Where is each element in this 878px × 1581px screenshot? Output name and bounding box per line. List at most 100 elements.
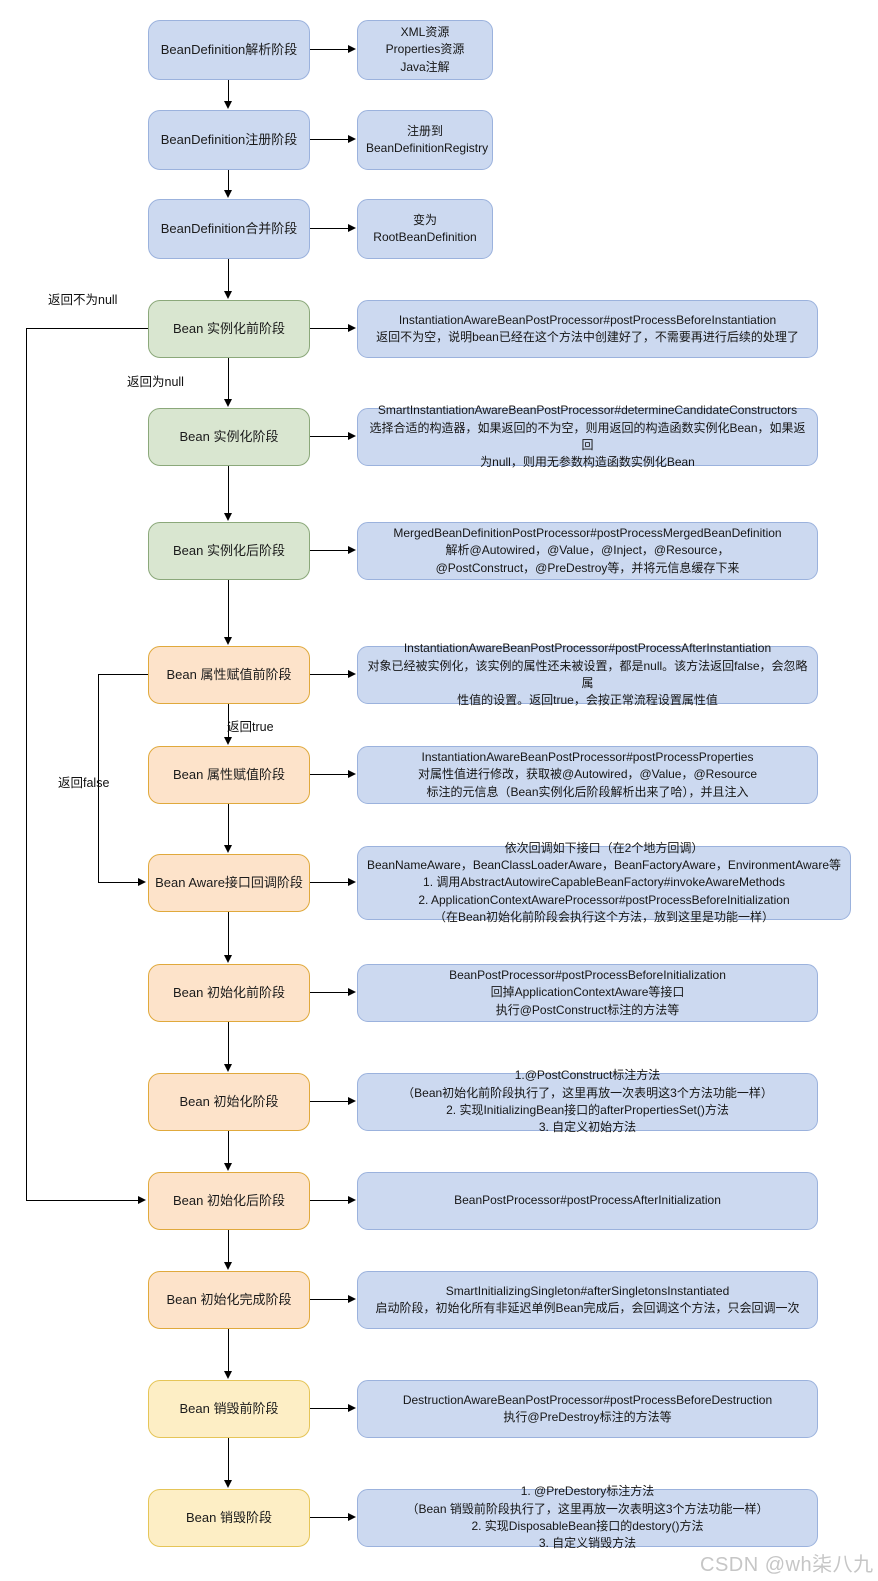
connector-register-detail [310,139,349,141]
csdn-watermark: CSDN @wh柒八九 [700,1554,874,1576]
connector-pre-instantiate-to-instantiate [228,358,230,400]
connector-post-instantiate-to-pre-populate [228,580,230,638]
detail-box-init-complete: SmartInitializingSingleton#afterSingleto… [357,1271,818,1329]
connector-pre-populate-detail [310,674,349,676]
arrowhead-down [224,291,232,299]
detail-text: SmartInitializingSingleton#afterSingleto… [375,1283,800,1315]
stage-box-init[interactable]: Bean 初始化阶段 [148,1073,310,1131]
detail-text: BeanPostProcessor#postProcessAfterInitia… [454,1193,721,1208]
connector-merge-detail [310,228,349,230]
stage-box-instantiate[interactable]: Bean 实例化阶段 [148,408,310,466]
arrowhead-down [224,399,232,407]
arrowhead-right [348,988,356,996]
detail-box-populate: InstantiationAwareBeanPostProcessor#post… [357,746,818,804]
edge-label-return-false: 返回false [58,776,110,790]
stage-box-post-init[interactable]: Bean 初始化后阶段 [148,1172,310,1230]
arrowhead-down [224,1262,232,1270]
connector-init-detail [310,1101,349,1103]
stage-box-destroy[interactable]: Bean 销毁阶段 [148,1489,310,1547]
arrowhead-down [224,1064,232,1072]
connector-parse-detail [310,49,349,51]
connector-post-init-detail [310,1200,349,1202]
connector-init-to-post-init [228,1131,230,1164]
detail-text: 依次回调如下接口（在2个地方回调）BeanNameAware，BeanClass… [366,840,842,925]
arrowhead-right [348,546,356,554]
arrowhead-right [348,1295,356,1303]
arrowhead-down [224,637,232,645]
stage-box-populate[interactable]: Bean 属性赋值阶段 [148,746,310,804]
arrowhead-right [138,878,146,886]
bypass-false-left [98,674,100,882]
edge-label-return-true: 返回true [227,720,274,734]
detail-text: 1.@PostConstruct标注方法（Bean初始化前阶段执行了，这里再放一… [402,1068,773,1135]
stage-box-parse[interactable]: BeanDefinition解析阶段 [148,20,310,80]
connector-merge-to-pre-instantiate [228,259,230,292]
arrowhead-down [224,1163,232,1171]
connector-register-to-merge [228,170,230,191]
arrowhead-right [348,770,356,778]
stage-box-pre-init[interactable]: Bean 初始化前阶段 [148,964,310,1022]
detail-text: MergedBeanDefinitionPostProcessor#postPr… [393,525,782,575]
connector-instantiate-detail [310,436,349,438]
arrowhead-right [348,1404,356,1412]
detail-text: DestructionAwareBeanPostProcessor#postPr… [402,1392,773,1424]
detail-text: 1. @PreDestory标注方法（Bean 销毁前阶段执行了，这里再放一次表… [406,1484,769,1551]
arrowhead-down [224,101,232,109]
arrowhead-down [224,845,232,853]
arrowhead-right [348,1196,356,1204]
edge-label-return-not-null: 返回不为null [48,293,118,307]
connector-pre-instantiate-detail [310,328,349,330]
stage-box-register[interactable]: BeanDefinition注册阶段 [148,110,310,170]
connector-aware-to-pre-init [228,912,230,956]
arrowhead-right [348,135,356,143]
arrowhead-right [348,878,356,886]
stage-box-init-complete[interactable]: Bean 初始化完成阶段 [148,1271,310,1329]
stage-box-merge[interactable]: BeanDefinition合并阶段 [148,199,310,259]
stage-box-pre-instantiate[interactable]: Bean 实例化前阶段 [148,300,310,358]
detail-box-post-instantiate: MergedBeanDefinitionPostProcessor#postPr… [357,522,818,580]
detail-box-aware: 依次回调如下接口（在2个地方回调）BeanNameAware，BeanClass… [357,841,851,924]
arrowhead-right [348,1513,356,1521]
detail-box-destroy: 1. @PreDestory标注方法（Bean 销毁前阶段执行了，这里再放一次表… [357,1484,818,1550]
bypass-not-null-left [26,328,28,1201]
stage-box-pre-destroy[interactable]: Bean 销毁前阶段 [148,1380,310,1438]
connector-pre-populate-to-populate [228,704,230,738]
bypass-not-null-top [26,328,148,330]
arrowhead-right [348,1097,356,1105]
bypass-false-bottom [98,882,139,884]
connector-pre-destroy-detail [310,1408,349,1410]
connector-parse-to-register [228,80,230,102]
bypass-not-null-bottom [26,1200,139,1202]
connector-pre-init-to-init [228,1022,230,1065]
arrowhead-down [224,1371,232,1379]
connector-pre-init-detail [310,992,349,994]
edge-label-return-null: 返回为null [127,375,184,389]
detail-text: InstantiationAwareBeanPostProcessor#post… [417,749,758,799]
connector-populate-detail [310,774,349,776]
detail-box-pre-init: BeanPostProcessor#postProcessBeforeIniti… [357,964,818,1022]
arrowhead-right [348,224,356,232]
arrowhead-right [348,432,356,440]
connector-post-init-to-init-complete [228,1230,230,1263]
detail-text: InstantiationAwareBeanPostProcessor#post… [376,312,799,344]
bypass-false-top [98,674,148,676]
arrowhead-right [348,45,356,53]
detail-box-post-init: BeanPostProcessor#postProcessAfterInitia… [357,1172,818,1230]
connector-populate-to-aware [228,804,230,846]
connector-aware-detail [310,882,349,884]
arrowhead-right [138,1196,146,1204]
stage-box-post-instantiate[interactable]: Bean 实例化后阶段 [148,522,310,580]
detail-box-init: 1.@PostConstruct标注方法（Bean初始化前阶段执行了，这里再放一… [357,1068,818,1134]
stage-box-pre-populate[interactable]: Bean 属性赋值前阶段 [148,646,310,704]
arrowhead-right [348,670,356,678]
stage-box-aware[interactable]: Bean Aware接口回调阶段 [148,854,310,912]
arrowhead-down [224,190,232,198]
connector-destroy-detail [310,1517,349,1519]
detail-text: BeanPostProcessor#postProcessBeforeIniti… [449,967,726,1017]
